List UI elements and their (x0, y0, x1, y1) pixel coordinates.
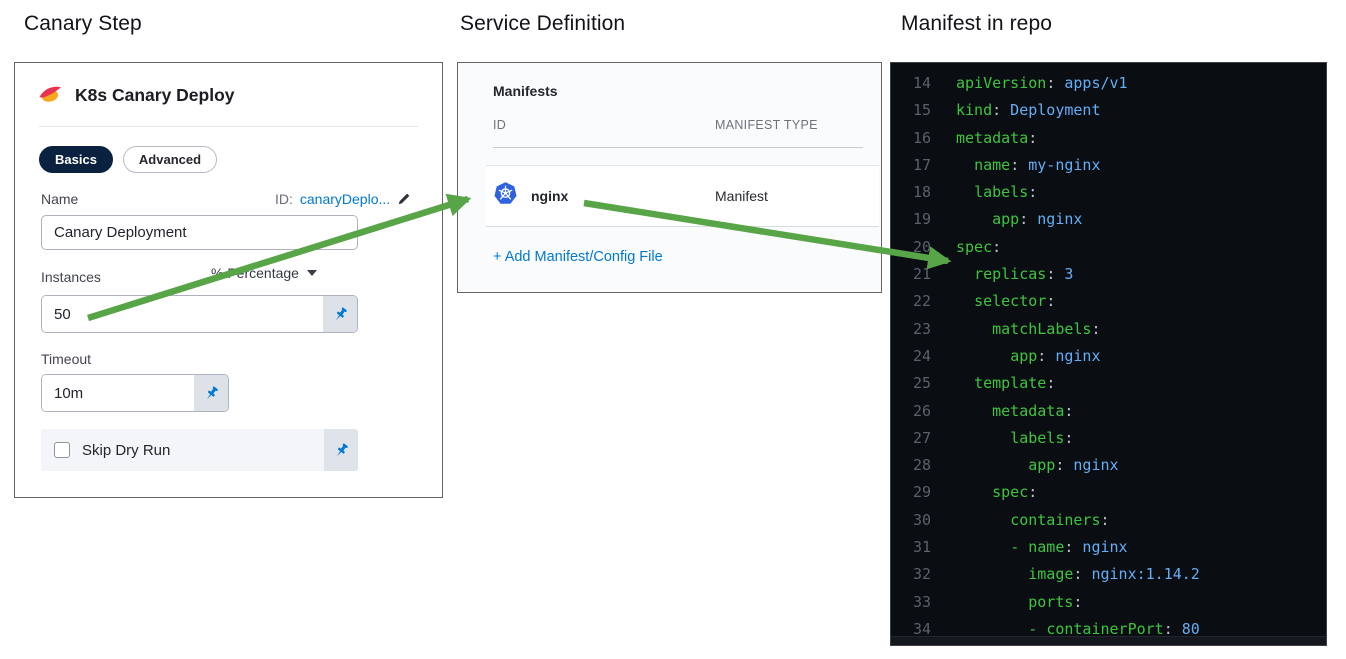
divider (493, 147, 863, 148)
code-line: 34 - containerPort: 80 (912, 619, 1200, 638)
timeout-runtime-pin-button[interactable] (194, 375, 228, 411)
canary-bird-icon (37, 81, 63, 110)
manifests-heading: Manifests (493, 83, 558, 99)
manifest-in-repo-title: Manifest in repo (901, 12, 1053, 35)
add-manifest-link[interactable]: + Add Manifest/Config File (493, 249, 663, 265)
code-line: 21 replicas: 3 (912, 265, 1074, 284)
code-line: 17 name: my-nginx (912, 155, 1101, 174)
step-id-link[interactable]: canaryDeplo... (299, 191, 391, 207)
instances-input[interactable]: 50 (42, 296, 323, 332)
pin-icon (335, 307, 347, 320)
manifest-type-cell: Manifest (715, 188, 768, 204)
tab-advanced[interactable]: Advanced (122, 146, 218, 173)
canary-step-title: Canary Step (24, 12, 142, 35)
divider (39, 126, 418, 127)
code-line: 23 matchLabels: (912, 319, 1101, 338)
instances-label: Instances (41, 269, 101, 285)
step-heading: K8s Canary Deploy (75, 85, 235, 105)
skip-dry-run-row: Skip Dry Run (41, 429, 358, 471)
code-line: 19 app: nginx (912, 210, 1083, 229)
service-definition-panel: Manifests ID MANIFEST TYPE (457, 62, 882, 293)
column-header-id: ID (493, 118, 507, 132)
pin-icon (336, 443, 348, 456)
manifest-table-row[interactable]: nginx Manifest (486, 165, 879, 227)
skip-dry-run-checkbox[interactable] (54, 442, 70, 458)
code-line: 29 spec: (912, 483, 1038, 502)
kubernetes-icon (493, 181, 518, 211)
code-line: 27 labels: (912, 428, 1074, 447)
code-line: 28 app: nginx (912, 456, 1119, 475)
service-definition-title: Service Definition (460, 12, 626, 35)
code-line: 32 image: nginx:1.14.2 (912, 565, 1200, 584)
pin-icon (206, 386, 218, 399)
edit-pencil-icon[interactable] (397, 192, 411, 206)
code-scrollbar-track[interactable] (891, 636, 1326, 645)
name-input[interactable]: Canary Deployment (41, 215, 358, 250)
column-header-manifest-type: MANIFEST TYPE (715, 118, 818, 132)
code-line: 18 labels: (912, 183, 1038, 202)
code-line: 25 template: (912, 374, 1056, 393)
timeout-input[interactable]: 10m (42, 375, 194, 411)
code-line: 33 ports: (912, 592, 1083, 611)
code-line: 30 containers: (912, 510, 1110, 529)
code-line: 26 metadata: (912, 401, 1074, 420)
chevron-down-icon (306, 270, 317, 276)
skip-dry-run-label: Skip Dry Run (82, 441, 171, 459)
manifest-id-cell: nginx (531, 188, 569, 204)
skip-dry-run-pin-button[interactable] (324, 429, 358, 471)
name-label: Name (41, 191, 79, 207)
instances-runtime-pin-button[interactable] (323, 296, 357, 332)
code-line: 22 selector: (912, 292, 1056, 311)
timeout-label: Timeout (41, 351, 92, 367)
step-header: K8s Canary Deploy (15, 63, 442, 124)
tab-basics[interactable]: Basics (39, 146, 113, 173)
code-line: 24 app: nginx (912, 346, 1101, 365)
code-line: 31 - name: nginx (912, 538, 1128, 557)
instances-unit-dropdown[interactable]: % Percentage (211, 265, 317, 281)
canary-step-panel: K8s Canary Deploy Basics Advanced Name I… (14, 62, 443, 498)
id-prefix: ID: (275, 191, 293, 207)
instances-unit-value: % Percentage (211, 265, 299, 281)
